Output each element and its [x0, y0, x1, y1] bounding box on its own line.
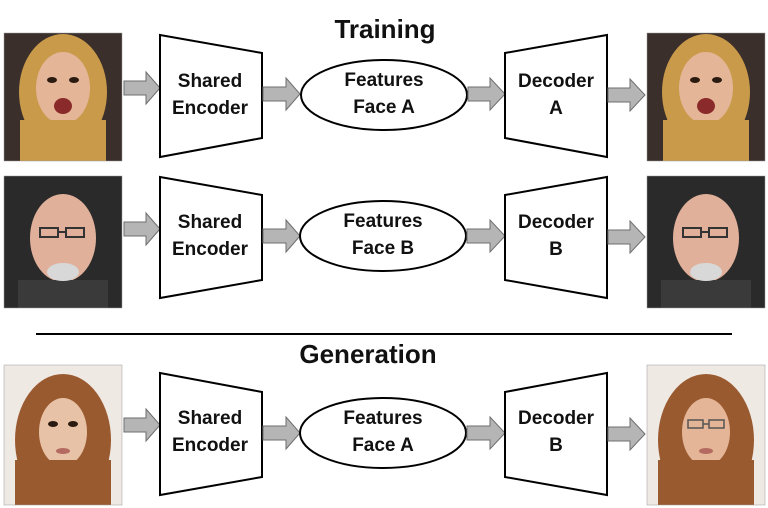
- training-row-face-b: Shared Encoder Features Face B Decoder B: [3, 175, 766, 309]
- arrow-to-features: [262, 415, 301, 451]
- arrow-to-output: [607, 77, 646, 113]
- decoder-shape: [504, 175, 608, 300]
- generation-title: Generation: [299, 339, 436, 369]
- output-photo-face-swapped: [647, 365, 765, 505]
- shared-encoder-shape: [159, 33, 263, 159]
- decoder-label-line2: A: [549, 98, 563, 119]
- encoder-label-line2: Encoder: [172, 98, 249, 119]
- encoder-label-line1: Shared: [178, 71, 242, 92]
- features-label-line1: Features: [343, 211, 422, 232]
- features-ellipse: [300, 59, 468, 131]
- output-photo-face-b: [647, 176, 765, 308]
- features-label-line2: Face A: [353, 97, 415, 118]
- training-row-face-a: Shared Encoder Features Face A Decoder A: [3, 32, 766, 162]
- generation-row: Shared Encoder Features Face A Decoder B: [3, 364, 766, 506]
- output-photo-face-a: [647, 33, 765, 161]
- features-ellipse: [299, 200, 467, 272]
- decoder-label-line2: B: [549, 435, 563, 456]
- arrow-to-output: [607, 219, 646, 255]
- arrow-to-decoder: [467, 76, 506, 112]
- arrow-to-output: [607, 416, 646, 452]
- input-photo-face-a-generation: [4, 365, 122, 505]
- arrow-to-encoder: [123, 407, 161, 443]
- arrow-to-features: [262, 76, 301, 112]
- arrow-to-features: [262, 218, 301, 254]
- input-photo-face-a: [4, 33, 122, 161]
- arrow-to-decoder: [466, 218, 506, 254]
- decoder-label-line1: Decoder: [518, 408, 595, 429]
- features-ellipse: [299, 397, 467, 469]
- encoder-label-line2: Encoder: [172, 239, 249, 260]
- encoder-label-line1: Shared: [178, 212, 242, 233]
- encoder-label-line1: Shared: [178, 408, 242, 429]
- training-title: Training: [334, 14, 435, 44]
- decoder-label-line1: Decoder: [518, 212, 595, 233]
- features-label-line1: Features: [344, 70, 423, 91]
- shared-encoder-shape: [159, 371, 263, 497]
- encoder-label-line2: Encoder: [172, 435, 249, 456]
- features-label-line1: Features: [343, 408, 422, 429]
- decoder-label-line1: Decoder: [518, 71, 595, 92]
- decoder-label-line2: B: [549, 239, 563, 260]
- shared-encoder-shape: [159, 175, 263, 300]
- decoder-shape: [504, 33, 608, 159]
- input-photo-face-b: [4, 176, 122, 308]
- arrow-to-encoder: [123, 211, 161, 247]
- arrow-to-decoder: [466, 415, 506, 451]
- decoder-shape: [504, 371, 608, 497]
- arrow-to-encoder: [123, 70, 161, 106]
- features-label-line2: Face B: [352, 238, 414, 259]
- features-label-line2: Face A: [352, 435, 414, 456]
